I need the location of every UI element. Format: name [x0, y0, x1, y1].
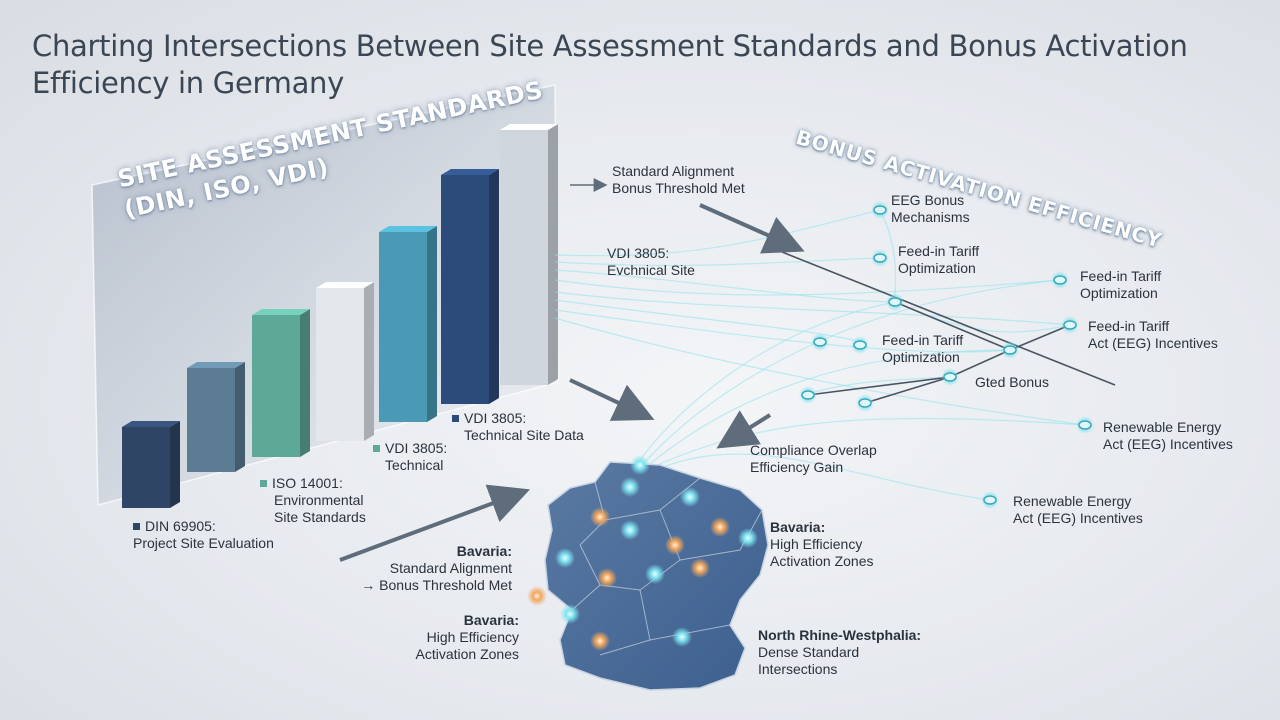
node-label-gted-bonus: Gted Bonus — [975, 374, 1049, 390]
bar-top — [187, 362, 245, 368]
map-hotspot-dot — [555, 548, 575, 568]
bar-top — [252, 309, 310, 315]
map-hotspot-dot — [560, 604, 580, 624]
node-dot — [858, 398, 872, 408]
node-dot — [1063, 320, 1077, 330]
bar-front — [122, 427, 170, 508]
bar-side — [427, 226, 437, 422]
bar-front — [187, 368, 235, 472]
bar-front — [441, 175, 489, 404]
bar-top — [500, 124, 558, 130]
bar-front — [252, 315, 300, 457]
bar-side — [170, 421, 180, 508]
map-label-bavaria-bottom: Bavaria: High Efficiency Activation Zone… — [415, 612, 520, 662]
node-dot — [801, 390, 815, 400]
node-dots — [799, 201, 1094, 509]
map-hotspot-dot — [620, 520, 640, 540]
bar-side — [364, 282, 374, 441]
bar-side — [489, 169, 499, 404]
map-label-bavaria-left: Bavaria: Standard Alignment → Bonus Thre… — [361, 543, 512, 593]
page-title: Charting Intersections Between Site Asse… — [32, 29, 1188, 100]
bar-top — [379, 226, 437, 232]
node-dot — [873, 205, 887, 215]
map-hotspot-dot — [738, 528, 758, 548]
bar-label-iso: ISO 14001: Environmental Site Standards — [260, 475, 366, 526]
map-hotspot-dot — [710, 517, 730, 537]
map-hotspot-dot — [590, 631, 610, 651]
arrows — [339, 178, 805, 562]
map-hotspot-dot — [690, 558, 710, 578]
map-hotspot-dot — [672, 627, 692, 647]
node-dot — [888, 297, 902, 307]
bar-front — [500, 130, 548, 385]
connector-lines — [781, 251, 1116, 404]
map-hotspot-dot — [620, 477, 640, 497]
node-dot — [983, 495, 997, 505]
bar-label-din: DIN 69905: Project Site Evaluation — [133, 518, 274, 551]
bar-top — [441, 169, 499, 175]
node-dot — [1003, 345, 1017, 355]
bar-top — [122, 421, 180, 427]
node-dot — [853, 340, 867, 350]
map-label-nrw: North Rhine-Westphalia: Dense Standard I… — [758, 627, 922, 677]
legend-swatch — [133, 523, 140, 530]
bar-front — [379, 232, 427, 422]
bar-front — [316, 288, 364, 441]
flow-lines — [554, 209, 1086, 501]
node-dot — [873, 253, 887, 263]
node-dot — [1078, 420, 1092, 430]
map-hotspot-dot — [630, 455, 650, 475]
bar-side — [300, 309, 310, 457]
map-hotspot-dot — [680, 487, 700, 507]
map-hotspots — [527, 455, 758, 651]
bar-group — [122, 124, 558, 508]
map-label-bavaria-right: Bavaria: High Efficiency Activation Zone… — [770, 519, 874, 569]
node-dot — [813, 337, 827, 347]
bar-label-vdi-1: VDI 3805: Technical — [373, 440, 447, 474]
bar-label-vdi-2: VDI 3805: Technical Site Data — [452, 410, 584, 444]
map-hotspot-dot — [645, 564, 665, 584]
node-dot — [1053, 275, 1067, 285]
bar-side — [235, 362, 245, 472]
legend-swatch — [260, 480, 267, 487]
flow-label-standard-alignment: Standard Alignment Bonus Threshold Met — [612, 163, 745, 196]
bar-top — [316, 282, 374, 288]
bar-side — [548, 124, 558, 385]
map-hotspot-dot — [527, 586, 547, 606]
map-hotspot-dot — [590, 507, 610, 527]
node-dot — [943, 372, 957, 382]
legend-swatch — [373, 445, 380, 452]
flow-label-vdi: VDI 3805: Evchnical Site — [607, 245, 695, 278]
legend-swatch — [452, 415, 459, 422]
map-hotspot-dot — [597, 568, 617, 588]
map-hotspot-dot — [665, 535, 685, 555]
